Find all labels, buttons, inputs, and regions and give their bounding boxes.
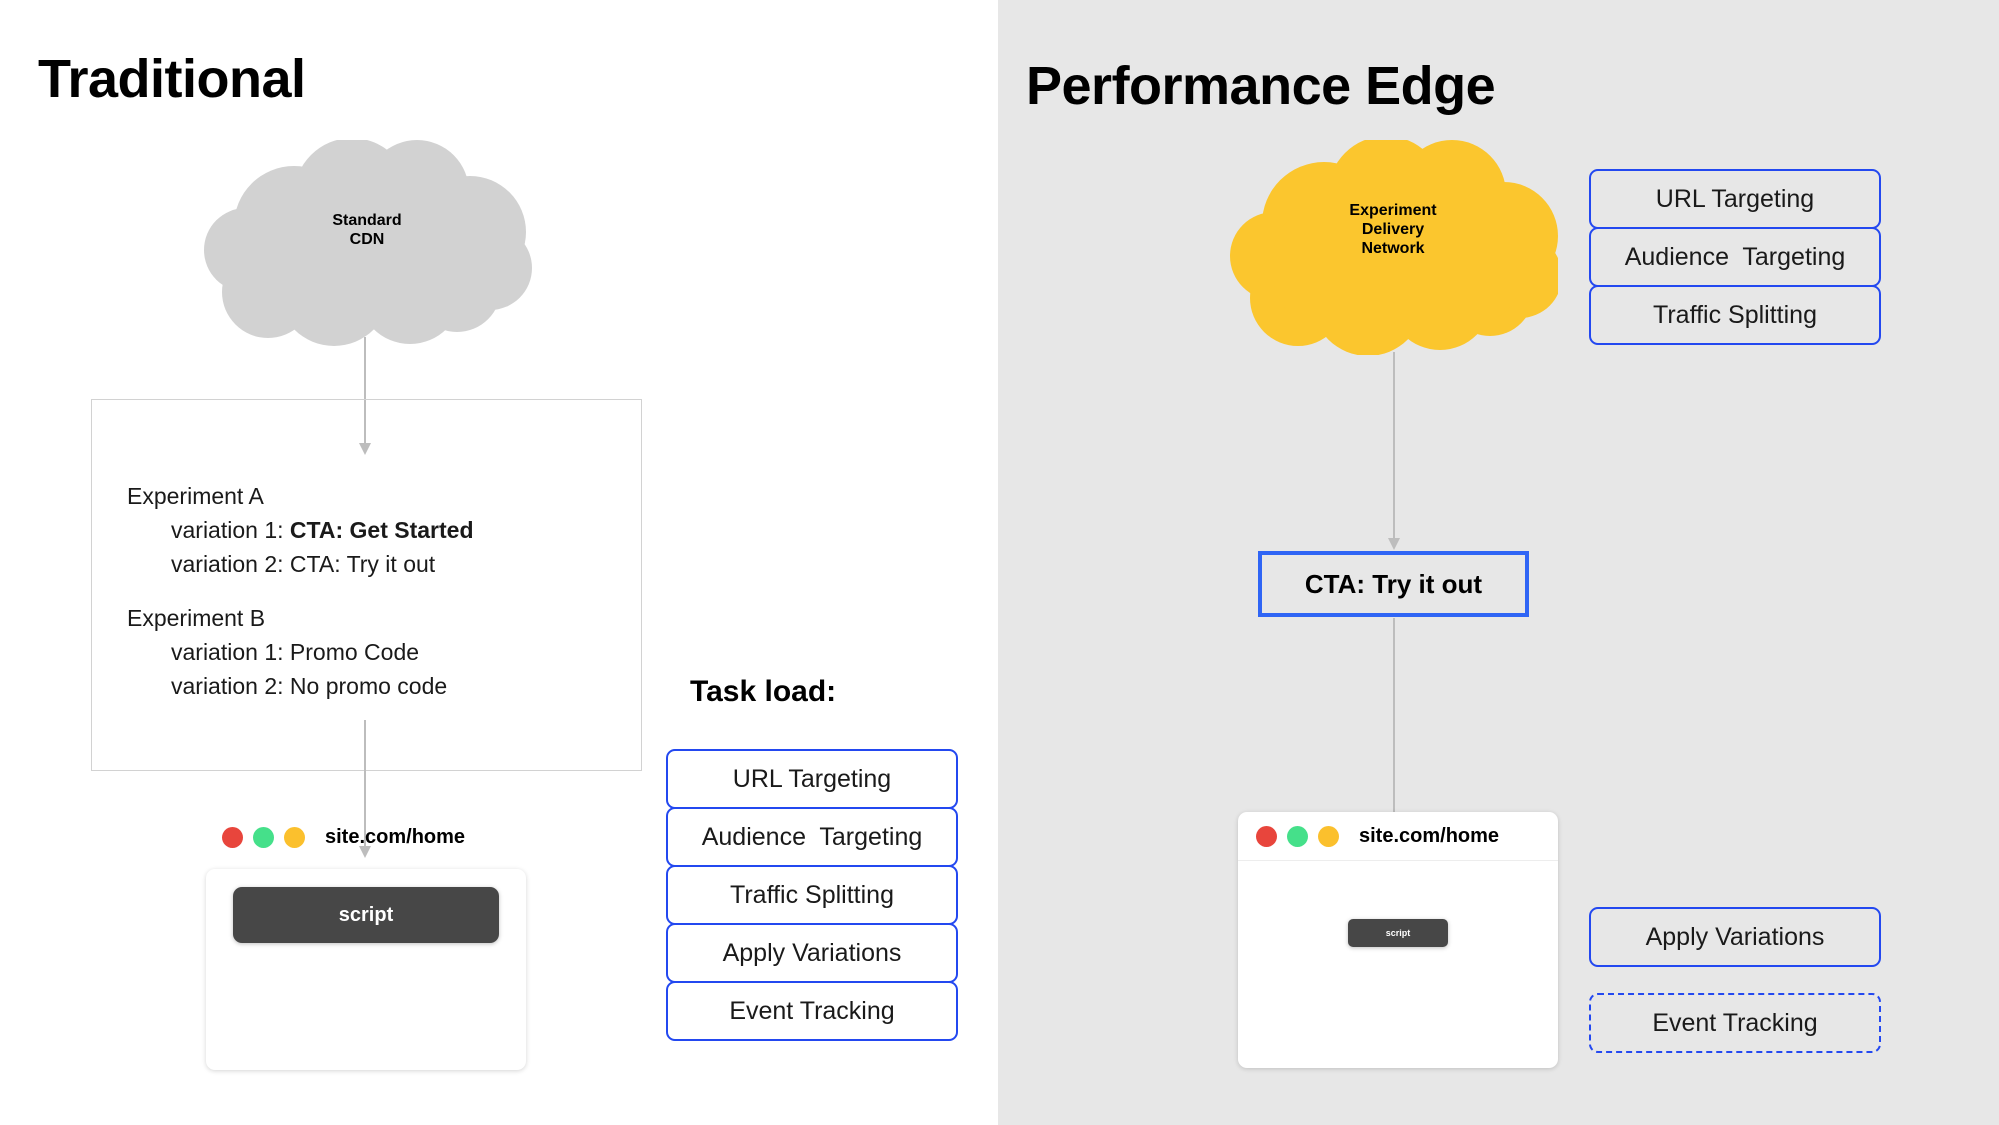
cta-variation-box[interactable]: CTA: Try it out	[1258, 551, 1529, 617]
traffic-light-red-icon[interactable]	[1256, 825, 1277, 847]
experiment-delivery-network-label: Experiment Delivery Network	[1349, 202, 1437, 257]
traffic-light-green-icon[interactable]	[1287, 825, 1308, 847]
right-browser-window: site.com/home script	[1238, 812, 1558, 1068]
experiment-a-variation-1-value: CTA: Get Started	[289, 517, 474, 544]
edge-chip-url-targeting[interactable]: URL Targeting	[1589, 169, 1881, 229]
experiment-a-variation-2-prefix: variation 2:	[171, 551, 290, 578]
standard-cdn-label: Standard CDN	[332, 212, 402, 248]
experiment-b-variation-1-value: Promo Code	[289, 639, 420, 666]
task-chip-event-tracking[interactable]: Event Tracking	[666, 981, 958, 1041]
right-browser-titlebar: site.com/home	[1238, 812, 1558, 860]
task-chip-apply-variations[interactable]: Apply Variations	[666, 923, 958, 983]
task-load-heading: Task load:	[690, 675, 837, 708]
traffic-light-red-icon[interactable]	[222, 827, 243, 848]
edge-chip-audience-targeting[interactable]: Audience Targeting	[1589, 227, 1881, 287]
experiments-spacer	[127, 581, 474, 601]
traffic-light-yellow-icon[interactable]	[284, 827, 305, 848]
task-chip-traffic-splitting[interactable]: Traffic Splitting	[666, 865, 958, 925]
edge-chip-event-tracking[interactable]: Event Tracking	[1589, 993, 1881, 1053]
experiment-b-group: Experiment B variation 1: Promo Code var…	[127, 601, 474, 703]
left-browser-titlebar: site.com/home	[222, 826, 465, 849]
traffic-light-green-icon[interactable]	[253, 827, 274, 848]
task-chip-url-targeting[interactable]: URL Targeting	[666, 749, 958, 809]
connector-cloud-to-experiments	[355, 337, 375, 457]
experiment-b-title: Experiment B	[127, 605, 266, 632]
task-chip-audience-targeting[interactable]: Audience Targeting	[666, 807, 958, 867]
experiment-b-variation-2: variation 2: No promo code	[127, 669, 474, 703]
experiment-a-variation-1: variation 1: CTA: Get Started	[127, 513, 474, 547]
right-script-chip[interactable]: script	[1348, 919, 1448, 947]
right-browser-viewport: script	[1238, 860, 1558, 1069]
experiment-a-variation-1-prefix: variation 1:	[171, 517, 290, 544]
edge-tasks-bottom-list: Apply Variations Event Tracking	[1589, 907, 1881, 1053]
connector-cloud-to-cta	[1384, 352, 1404, 552]
connector-experiments-to-browser	[355, 720, 375, 860]
experiments-list: Experiment A variation 1: CTA: Get Start…	[127, 479, 474, 703]
experiment-delivery-network-cloud: Experiment Delivery Network	[1228, 140, 1558, 355]
left-script-chip[interactable]: script	[233, 887, 499, 943]
experiment-a-variation-2: variation 2: CTA: Try it out	[127, 547, 474, 581]
experiment-b-variation-2-value: No promo code	[289, 673, 448, 700]
left-browser-viewport: script	[206, 869, 526, 1070]
standard-cdn-cloud: Standard CDN	[202, 140, 532, 350]
experiment-b-variation-2-prefix: variation 2:	[171, 673, 290, 700]
right-browser-url[interactable]: site.com/home	[1359, 824, 1500, 847]
experiment-b-variation-1-prefix: variation 1:	[171, 639, 290, 666]
task-load-list: URL Targeting Audience Targeting Traffic…	[666, 749, 958, 1041]
traditional-title: Traditional	[38, 49, 306, 109]
performance-edge-title: Performance Edge	[1026, 56, 1496, 116]
traffic-light-yellow-icon[interactable]	[1318, 825, 1339, 847]
connector-cta-to-browser	[1384, 618, 1404, 833]
experiment-a-variation-2-value: CTA: Try it out	[289, 551, 436, 578]
left-browser-url[interactable]: site.com/home	[325, 826, 466, 848]
experiment-b-variation-1: variation 1: Promo Code	[127, 635, 474, 669]
edge-chip-apply-variations[interactable]: Apply Variations	[1589, 907, 1881, 967]
edge-tasks-top-list: URL Targeting Audience Targeting Traffic…	[1589, 169, 1881, 345]
experiments-container	[91, 399, 642, 771]
experiment-a-title: Experiment A	[127, 483, 264, 509]
edge-chip-traffic-splitting[interactable]: Traffic Splitting	[1589, 285, 1881, 345]
experiment-a-group: Experiment A variation 1: CTA: Get Start…	[127, 479, 474, 581]
left-browser-window: script	[206, 869, 526, 1070]
